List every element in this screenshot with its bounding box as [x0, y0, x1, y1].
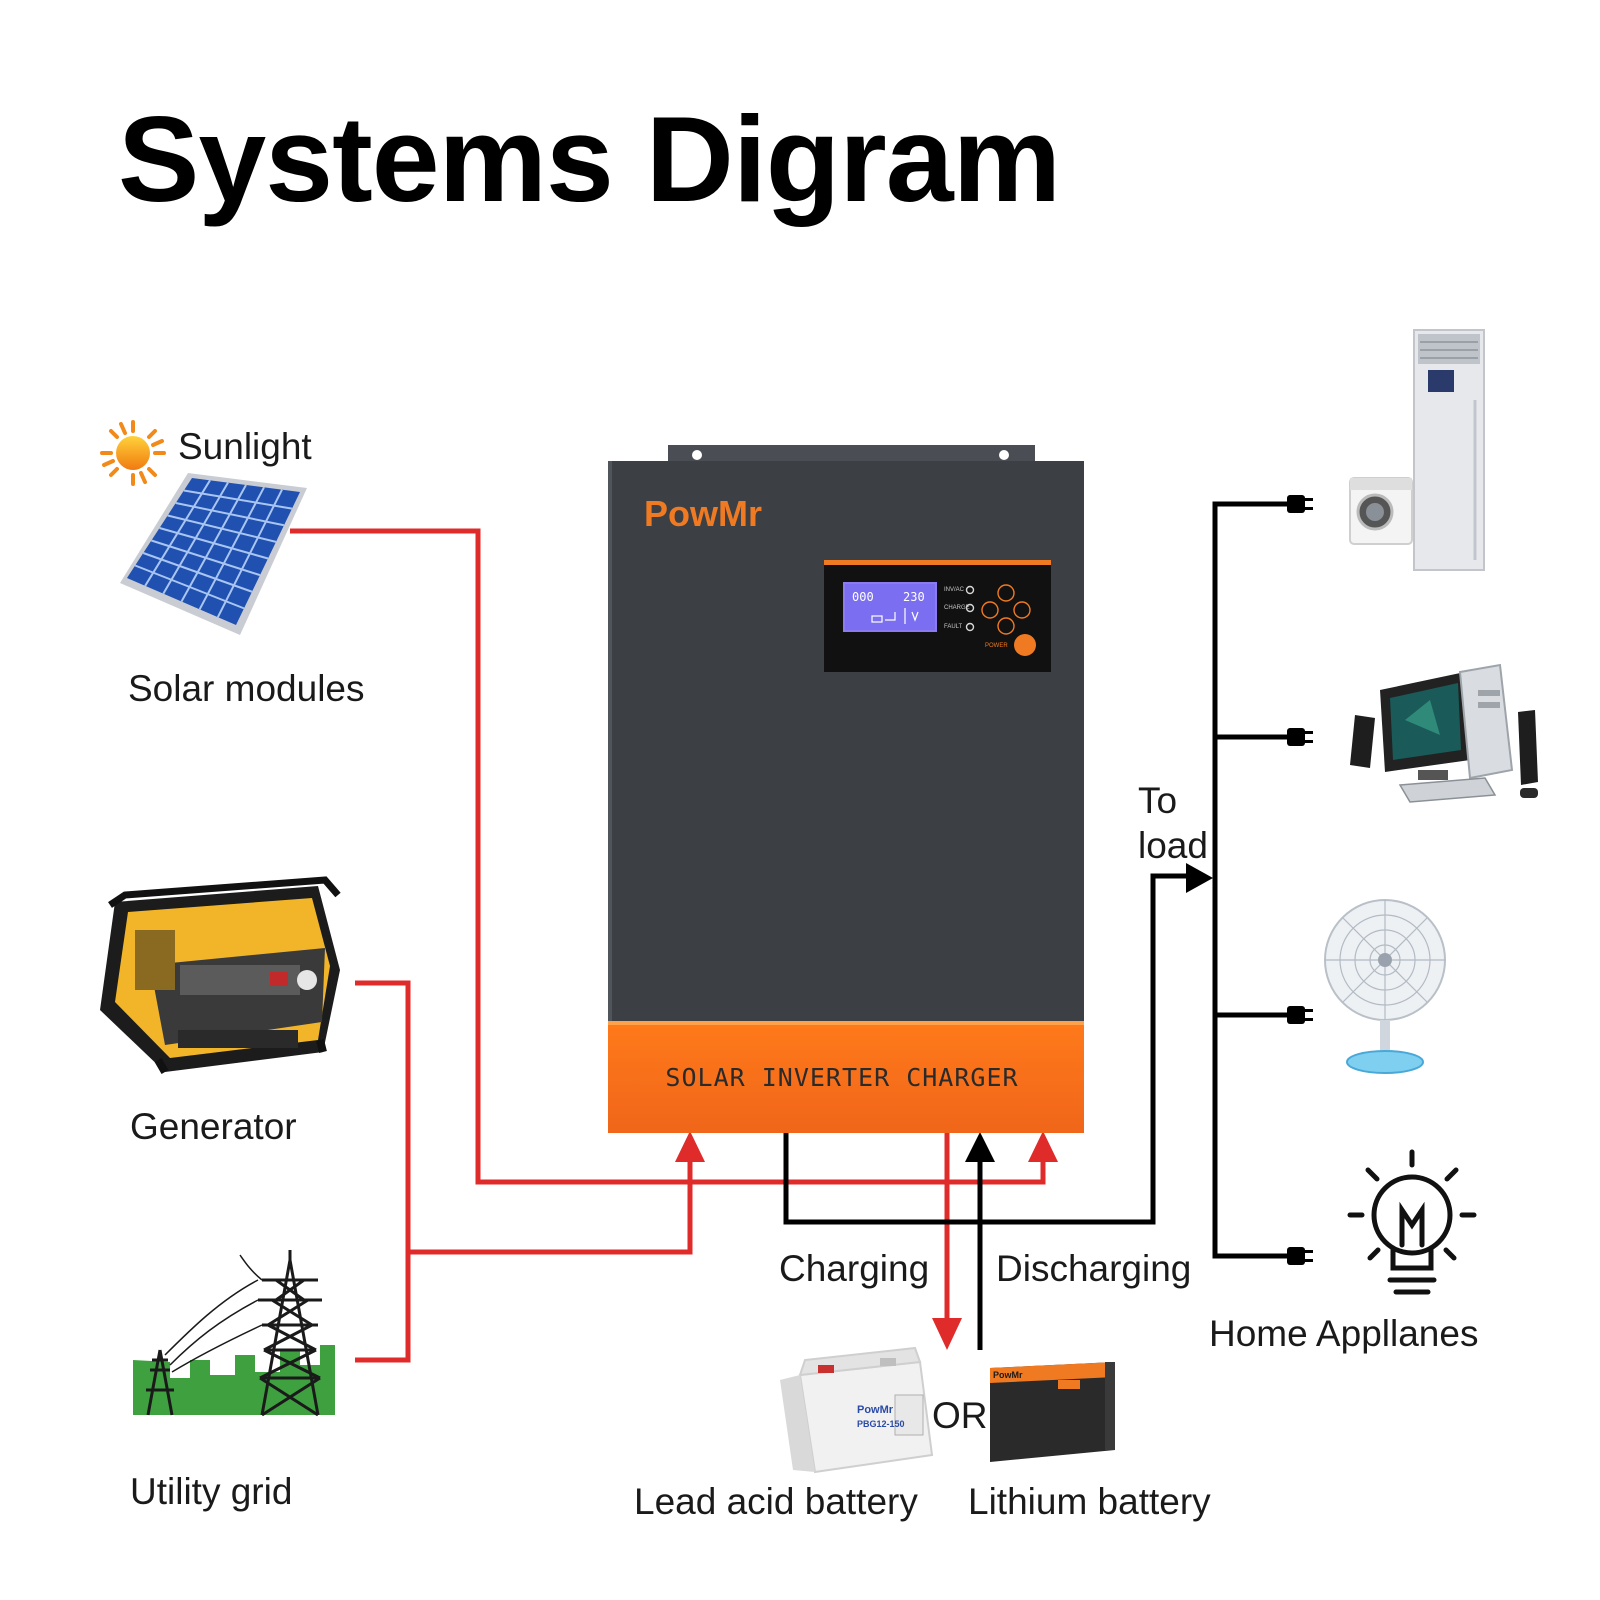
- lithium-battery-brand: PowMr: [993, 1370, 1023, 1380]
- charging-arrow: [932, 1318, 962, 1350]
- light-bulb-icon: [1347, 1149, 1477, 1295]
- generator-icon: [100, 876, 341, 1075]
- power-button: [1014, 634, 1036, 656]
- solar-modules-label: Solar modules: [128, 668, 365, 709]
- to-load-label-line1: To: [1138, 780, 1178, 821]
- or-label: OR: [932, 1395, 988, 1436]
- solar-input-arrow: [1028, 1131, 1058, 1162]
- fan-icon: [1324, 899, 1446, 1074]
- computer-icon: [1350, 663, 1538, 803]
- lcd-left-value: 000: [852, 590, 874, 604]
- washing-machine-icon: [1349, 477, 1413, 545]
- solar-panel-icon: [120, 473, 307, 635]
- charging-label: Charging: [779, 1248, 930, 1289]
- lead-battery-model: PBG12-150: [857, 1419, 905, 1429]
- air-conditioner-icon: [1413, 329, 1485, 571]
- lithium-battery-icon: [990, 1362, 1115, 1462]
- led-inv-ac-label: INV/AC: [944, 587, 965, 593]
- lead-acid-battery-icon: [780, 1346, 934, 1474]
- source-wires: [290, 528, 1046, 1363]
- inverter-unit: [608, 445, 1084, 1133]
- utility-grid-icon: [133, 1250, 335, 1417]
- power-label: POWER: [985, 643, 1008, 649]
- lead-battery-brand: PowMr: [857, 1404, 894, 1416]
- led-charge-label: CHARGE: [944, 605, 970, 611]
- sun-icon: [100, 420, 166, 486]
- discharging-arrow: [965, 1132, 995, 1162]
- sunlight-label: Sunlight: [178, 426, 312, 467]
- plug-icons: [1287, 495, 1313, 1265]
- load-wires: [783, 501, 1290, 1350]
- inverter-brand-logo: PowMr: [644, 493, 763, 534]
- discharging-label: Discharging: [996, 1248, 1192, 1289]
- lithium-battery-label: Lithium battery: [968, 1481, 1211, 1522]
- to-load-arrow: [1186, 863, 1213, 893]
- to-load-label-line2: load: [1138, 825, 1208, 866]
- home-appliances-label: Home Appllanes: [1209, 1313, 1479, 1354]
- led-fault-label: FAULT: [944, 624, 963, 630]
- generator-input-arrow: [675, 1131, 705, 1162]
- page-title: Systems Digram: [118, 91, 1061, 227]
- generator-label: Generator: [130, 1106, 297, 1147]
- utility-grid-label: Utility grid: [130, 1471, 293, 1512]
- inverter-caption: SOLAR INVERTER CHARGER: [665, 1063, 1019, 1092]
- lcd-right-value: 230: [903, 590, 925, 604]
- lead-acid-battery-label: Lead acid battery: [634, 1481, 918, 1522]
